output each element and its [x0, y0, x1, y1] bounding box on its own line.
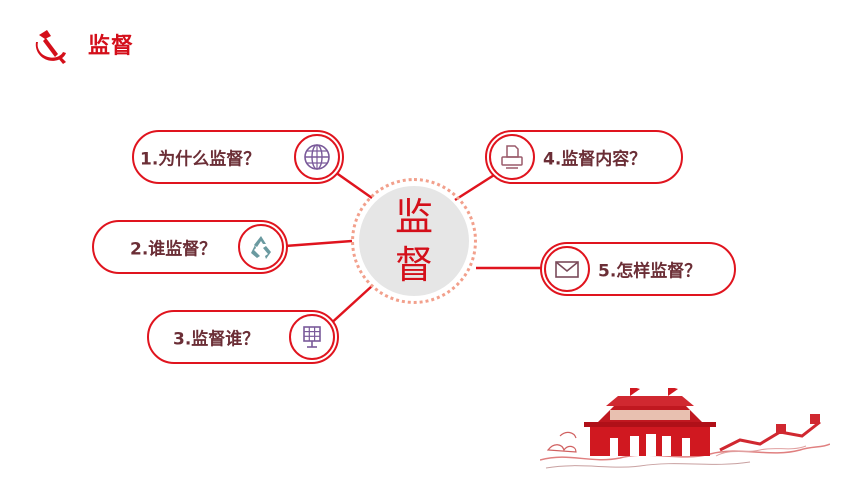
envelope-icon [544, 246, 590, 292]
node-label: 4.监督内容？ [543, 149, 647, 170]
node-who-supervises: 2.谁监督？ [92, 220, 288, 274]
solar-panel-icon [289, 314, 335, 360]
center-circle: 监 督 [359, 186, 469, 296]
node-how-to-supervise: 5.怎样监督？ [540, 242, 736, 296]
party-emblem-icon [35, 30, 66, 64]
node-label: 1.为什么监督？ [140, 149, 261, 170]
center-char-1: 监 [394, 195, 433, 239]
header: 监督 [0, 0, 860, 90]
center-node: 监 督 [351, 178, 477, 304]
tiananmen-great-wall-illustration [540, 388, 830, 469]
printer-icon [489, 134, 535, 180]
page-title: 监督 [88, 34, 135, 59]
node-supervise-whom: 3.监督谁？ [147, 310, 339, 364]
node-label: 5.怎样监督？ [598, 261, 702, 282]
node-why-supervise: 1.为什么监督？ [132, 130, 344, 184]
center-char-2: 督 [394, 243, 433, 287]
node-label: 3.监督谁？ [173, 329, 260, 350]
globe-icon [294, 134, 340, 180]
node-label: 2.谁监督？ [130, 239, 217, 260]
recycle-icon [238, 224, 284, 270]
node-supervision-content: 4.监督内容？ [485, 130, 683, 184]
